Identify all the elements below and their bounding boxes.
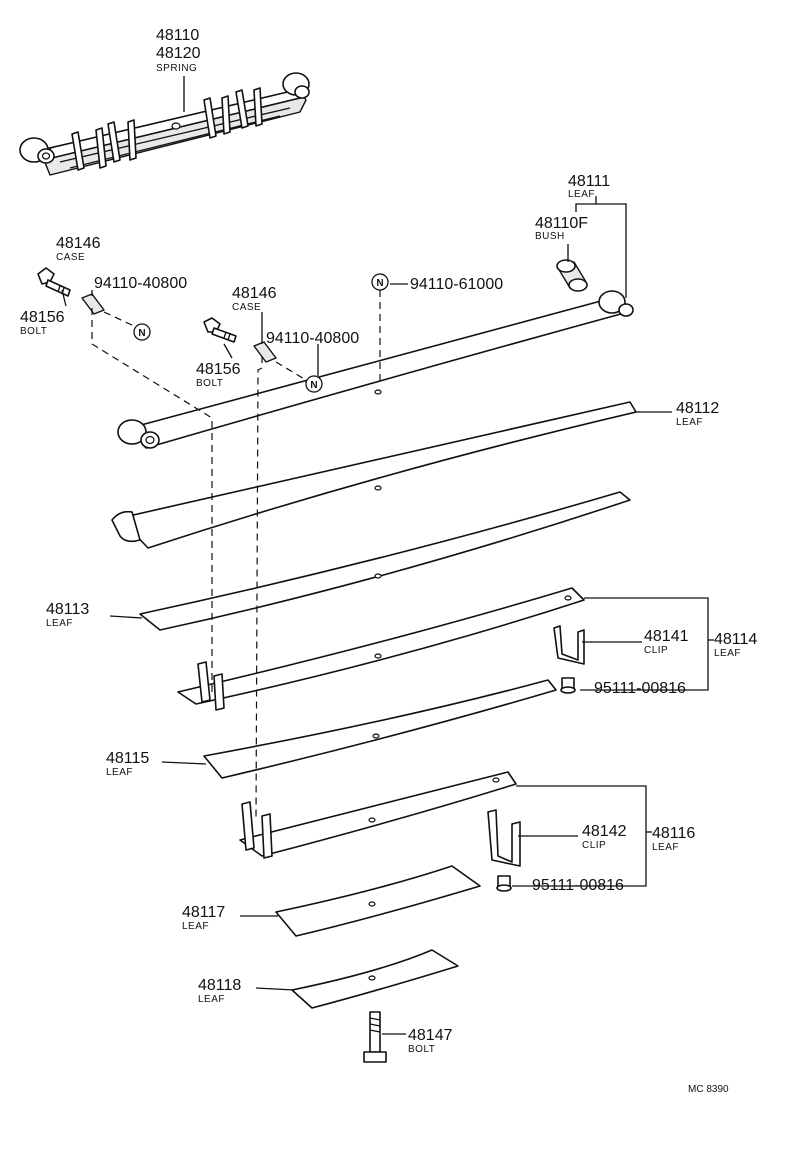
label-48156-left: 48156 [20,309,65,326]
leaf-48115 [203,679,557,779]
label-48113-desc: LEAF [46,618,73,629]
label-48142: 48142 [582,823,627,840]
rivet-1 [560,677,576,694]
label-95111-00816-b: 95111-00816 [532,877,624,894]
label-48115: 48115 [106,750,149,767]
label-48147-desc: BOLT [408,1044,435,1055]
leaf-48114 [177,587,585,711]
spring-assembly-illustration [19,72,310,176]
label-48116-desc: LEAF [652,842,679,853]
main-leaf-48111 [117,290,634,449]
center-bolt-illustration [363,1011,387,1063]
label-48156-mid: 48156 [196,361,241,378]
label-bolt-mid-desc: BOLT [196,378,223,389]
bush-part [556,259,588,292]
label-bush-desc: BUSH [535,231,565,242]
svg-text:N: N [310,380,317,391]
nut-symbol-left: N [133,323,151,341]
leaf-48118 [291,949,459,1009]
label-case-mid-desc: CASE [232,302,261,313]
label-48112: 48112 [676,400,719,417]
label-94110-61000: 94110-61000 [410,276,503,293]
label-95111-00816-a: 95111-00816 [594,680,686,697]
label-48146-mid: 48146 [232,285,277,302]
label-48111: 48111 [568,173,610,190]
svg-text:N: N [376,278,383,289]
label-48147: 48147 [408,1027,453,1044]
label-48115-desc: LEAF [106,767,133,778]
label-48110: 48110 [156,27,199,44]
label-48120: 48120 [156,45,201,62]
label-48141-desc: CLIP [644,645,668,656]
label-48146-left: 48146 [56,235,101,252]
svg-text:N: N [138,328,145,339]
leaf-48113 [139,491,631,631]
label-bolt-left-desc: BOLT [20,326,47,337]
label-48117: 48117 [182,904,225,921]
leaf-48116 [239,771,517,859]
label-48116: 48116 [652,825,695,842]
clip-48142 [487,809,521,867]
label-48117-desc: LEAF [182,921,209,932]
label-48112-desc: LEAF [676,417,703,428]
clip-48141 [553,625,585,665]
label-48141: 48141 [644,628,689,645]
label-94110-40800-mid: 94110-40800 [266,330,359,347]
nut-symbol-top: N [371,273,389,291]
label-case-left-desc: CASE [56,252,85,263]
nut-symbol-mid: N [305,375,323,393]
label-48118-desc: LEAF [198,994,225,1005]
label-48114-desc: LEAF [714,648,741,659]
label-spring-desc: SPRING [156,63,197,74]
label-48110f: 48110F [535,215,588,232]
left-shackle-hardware [37,267,105,315]
leader-lines [61,76,714,1035]
label-48142-desc: CLIP [582,840,606,851]
drawing-reference: MC 8390 [688,1084,729,1095]
label-94110-40800-left: 94110-40800 [94,275,187,292]
part-labels: 48110 48120 SPRING 48111 LEAF 48110F BUS… [20,27,757,1095]
leaf-48117 [275,865,481,937]
rivet-2 [496,875,512,892]
label-48114: 48114 [714,631,757,648]
label-48113: 48113 [46,601,89,618]
assembly-guide-lines [91,290,381,819]
label-48111-desc: LEAF [568,189,595,200]
label-48118: 48118 [198,977,241,994]
